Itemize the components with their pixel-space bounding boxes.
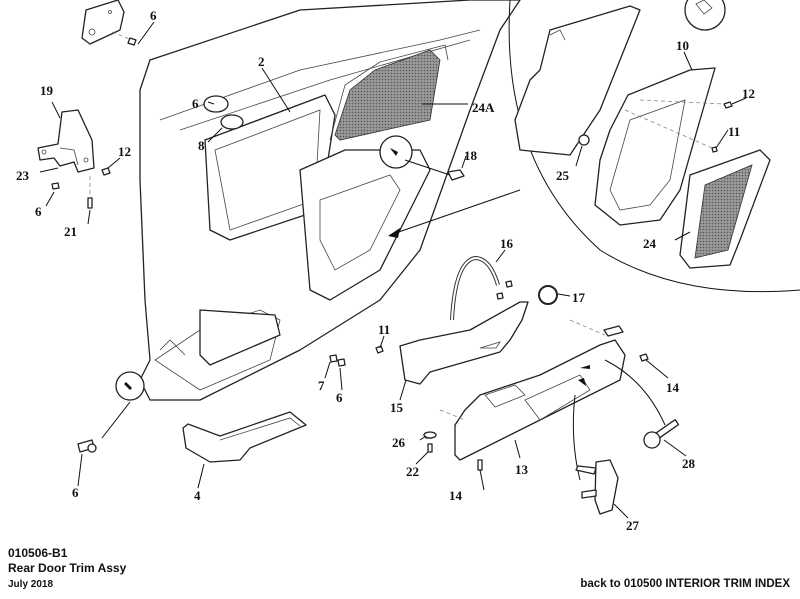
callout-11: 11 [378, 322, 390, 337]
diagram-date: July 2018 [8, 579, 54, 590]
callout-25: 25 [556, 168, 570, 183]
callout-13: 13 [515, 462, 529, 477]
callout-6: 6 [72, 485, 79, 500]
callout-22: 22 [406, 464, 419, 479]
leader-lines [39, 21, 747, 519]
part-door-trim-panel [115, 0, 521, 401]
callout-19: 19 [40, 83, 54, 98]
part-door-pull [439, 319, 626, 461]
callout-15: 15 [390, 400, 404, 415]
callout-24: 24 [643, 236, 657, 251]
back-to-index-link[interactable]: back to 010500 INTERIOR TRIM INDEX [580, 578, 790, 590]
callout-17: 17 [572, 290, 586, 305]
part-ring [538, 285, 558, 305]
part-inner-handle [575, 459, 619, 515]
part-speaker-grille [679, 149, 771, 269]
callout-6: 6 [35, 204, 42, 219]
part-upper-bracket [81, 0, 137, 46]
callout-14: 14 [449, 488, 463, 503]
callout-2: 2 [258, 54, 265, 69]
callout-11: 11 [728, 124, 740, 139]
callout-24A: 24A [472, 100, 495, 115]
callout-labels: 6 19 23 12 6 21 6 8 2 24A 18 10 12 11 25… [16, 8, 755, 533]
callout-21: 21 [64, 224, 77, 239]
callout-12: 12 [118, 144, 131, 159]
callout-16: 16 [500, 236, 514, 251]
arrow-28 [604, 359, 666, 426]
callout-10: 10 [676, 38, 689, 53]
part-lock-knob [643, 419, 680, 449]
callout-26: 26 [392, 435, 406, 450]
callout-18: 18 [464, 148, 478, 163]
part-tray [182, 411, 307, 463]
callout-6: 6 [150, 8, 157, 23]
detail-view-boundary [508, 0, 800, 293]
fastener-screws [51, 159, 649, 471]
part-handle-bracket [399, 301, 529, 385]
part-hinge-bracket [37, 109, 95, 173]
callout-6: 6 [192, 96, 199, 111]
callout-6: 6 [336, 390, 343, 405]
callout-8: 8 [198, 138, 205, 153]
callout-28: 28 [682, 456, 696, 471]
arrow-27 [572, 394, 581, 481]
part-grille-frame [594, 67, 716, 226]
detail-pointer-arrow [389, 189, 521, 236]
callout-7: 7 [318, 378, 325, 393]
part-inner-panel [514, 5, 641, 156]
callout-27: 27 [626, 518, 640, 533]
callout-14: 14 [666, 380, 680, 395]
diagram-code: 010506-B1 [8, 546, 68, 560]
callout-4: 4 [194, 488, 201, 503]
callout-23: 23 [16, 168, 30, 183]
callout-12: 12 [742, 86, 755, 101]
exploded-parts-diagram: 6 19 23 12 6 21 6 8 2 24A 18 10 12 11 25… [16, 0, 800, 533]
diagram-title: Rear Door Trim Assy [8, 561, 127, 575]
part-clip [578, 134, 590, 146]
